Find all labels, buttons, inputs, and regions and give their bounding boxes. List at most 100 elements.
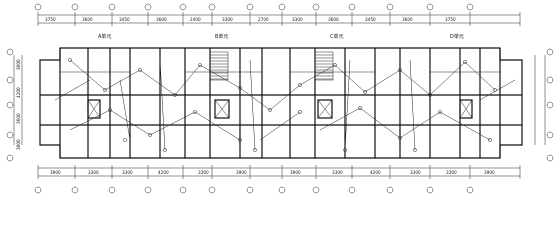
axis-bubble: [312, 186, 320, 194]
axis-bubble: [179, 3, 187, 11]
wire-run: [119, 79, 131, 141]
electrical-floor-plan: A单元 B单元 C单元 D单元 3750 3600 3450 3600 2400…: [6, 3, 554, 194]
light-fixture-icon: [103, 88, 107, 92]
light-fixture-icon: [238, 86, 242, 90]
stair-b: [209, 51, 230, 119]
light-fixture-icon: [358, 106, 362, 110]
light-fixture-icon: [428, 93, 432, 97]
top-dim-3: 3450: [119, 17, 130, 22]
wire-run: [199, 64, 241, 89]
left-dim-4: 3000: [16, 139, 21, 150]
wire-run: [194, 111, 241, 141]
bottom-dim-9: 4200: [370, 170, 381, 175]
light-fixture-icon: [68, 58, 72, 62]
bottom-dim-5: 3300: [198, 170, 209, 175]
bottom-dimension-labels: 3900 3300 3300 4200 3300 3900 3900 3300 …: [50, 170, 495, 175]
axis-bubbles: [34, 3, 474, 194]
wire-run: [109, 109, 151, 136]
bottom-dim-3: 3300: [122, 170, 133, 175]
light-fixture-icon: [138, 68, 142, 72]
stair-a: [87, 99, 101, 119]
wire-run: [399, 111, 441, 139]
light-fixture-icon: [343, 148, 347, 152]
axis-bubble: [386, 186, 394, 194]
wire-run: [334, 64, 366, 93]
unit-label-a: A单元: [98, 33, 111, 40]
bottom-dim-12: 3900: [484, 170, 495, 175]
bottom-dim-1: 3900: [50, 170, 61, 175]
electrical-wiring: [54, 59, 516, 151]
bottom-dimension-chain: [37, 165, 521, 179]
wire-run: [159, 59, 166, 151]
bottom-dim-7: 3900: [290, 170, 301, 175]
axis-bubble: [348, 186, 356, 194]
axis-bubble: [426, 3, 434, 11]
wire-run: [399, 69, 431, 96]
top-dim-1: 3750: [45, 17, 56, 22]
axis-bubble: [144, 3, 152, 11]
bottom-dim-2: 3300: [88, 170, 99, 175]
top-dim-11: 3600: [402, 17, 413, 22]
wire-run: [174, 64, 201, 96]
wire-run: [104, 69, 141, 91]
axis-bubble: [312, 3, 320, 11]
top-dim-12: 3750: [445, 17, 456, 22]
left-dim-1: 3000: [16, 59, 21, 70]
axis-bubble: [34, 3, 42, 11]
right-axis-dimensions: [534, 48, 554, 162]
light-fixture-icon: [238, 138, 242, 142]
stair-c: [314, 51, 334, 119]
wire-run: [239, 87, 271, 111]
bottom-dim-10: 3300: [410, 170, 421, 175]
wire-run: [69, 109, 111, 131]
light-fixture-icon: [193, 110, 197, 114]
wire-run: [344, 59, 351, 151]
light-fixture-icon: [333, 63, 337, 67]
light-fixture-icon: [398, 68, 402, 72]
axis-bubble: [34, 186, 42, 194]
wire-run: [269, 84, 301, 111]
wire-run: [429, 61, 466, 96]
wire-run: [439, 111, 491, 141]
left-dim-2: 4200: [16, 87, 21, 98]
top-dim-9: 3600: [328, 17, 339, 22]
wire-run: [464, 61, 496, 91]
left-dim-3: 3600: [16, 113, 21, 124]
bottom-dim-11: 3300: [446, 170, 457, 175]
bottom-dim-8: 3300: [332, 170, 343, 175]
axis-bubble: [179, 186, 187, 194]
light-fixture-icon: [488, 138, 492, 142]
wire-run: [359, 107, 401, 139]
unit-label-d: D单元: [450, 33, 464, 40]
light-fixture-icon: [298, 110, 302, 114]
light-fixture-icon: [493, 88, 497, 92]
light-fixture-icon: [253, 148, 257, 152]
light-fixture-icon: [123, 138, 127, 142]
top-dim-2: 3600: [82, 17, 93, 22]
wire-run: [479, 79, 516, 101]
axis-bubble: [426, 186, 434, 194]
stair-d: [459, 99, 473, 119]
top-dimension-chain: [37, 12, 521, 26]
light-fixture-icon: [198, 63, 202, 67]
left-axis-dimensions: [6, 48, 23, 162]
axis-bubble: [108, 186, 116, 194]
wire-run: [139, 69, 176, 96]
light-fixture-icon: [363, 90, 367, 94]
top-dim-7: 2700: [258, 17, 269, 22]
axis-bubble: [71, 3, 79, 11]
axis-bubble: [108, 3, 116, 11]
axis-bubble: [278, 186, 286, 194]
light-fixture-icon: [173, 93, 177, 97]
axis-bubble: [246, 186, 254, 194]
light-fixture-icon: [413, 148, 417, 152]
unit-label-b: B单元: [215, 33, 228, 40]
unit-label-c: C单元: [330, 33, 344, 40]
wire-run: [319, 107, 361, 131]
bottom-dim-6: 3900: [236, 170, 247, 175]
top-dim-4: 3600: [156, 17, 167, 22]
top-dim-8: 3300: [292, 17, 303, 22]
unit-labels: A单元 B单元 C单元 D单元: [98, 33, 464, 40]
wire-run: [409, 59, 416, 151]
light-fixture-icon: [398, 136, 402, 140]
